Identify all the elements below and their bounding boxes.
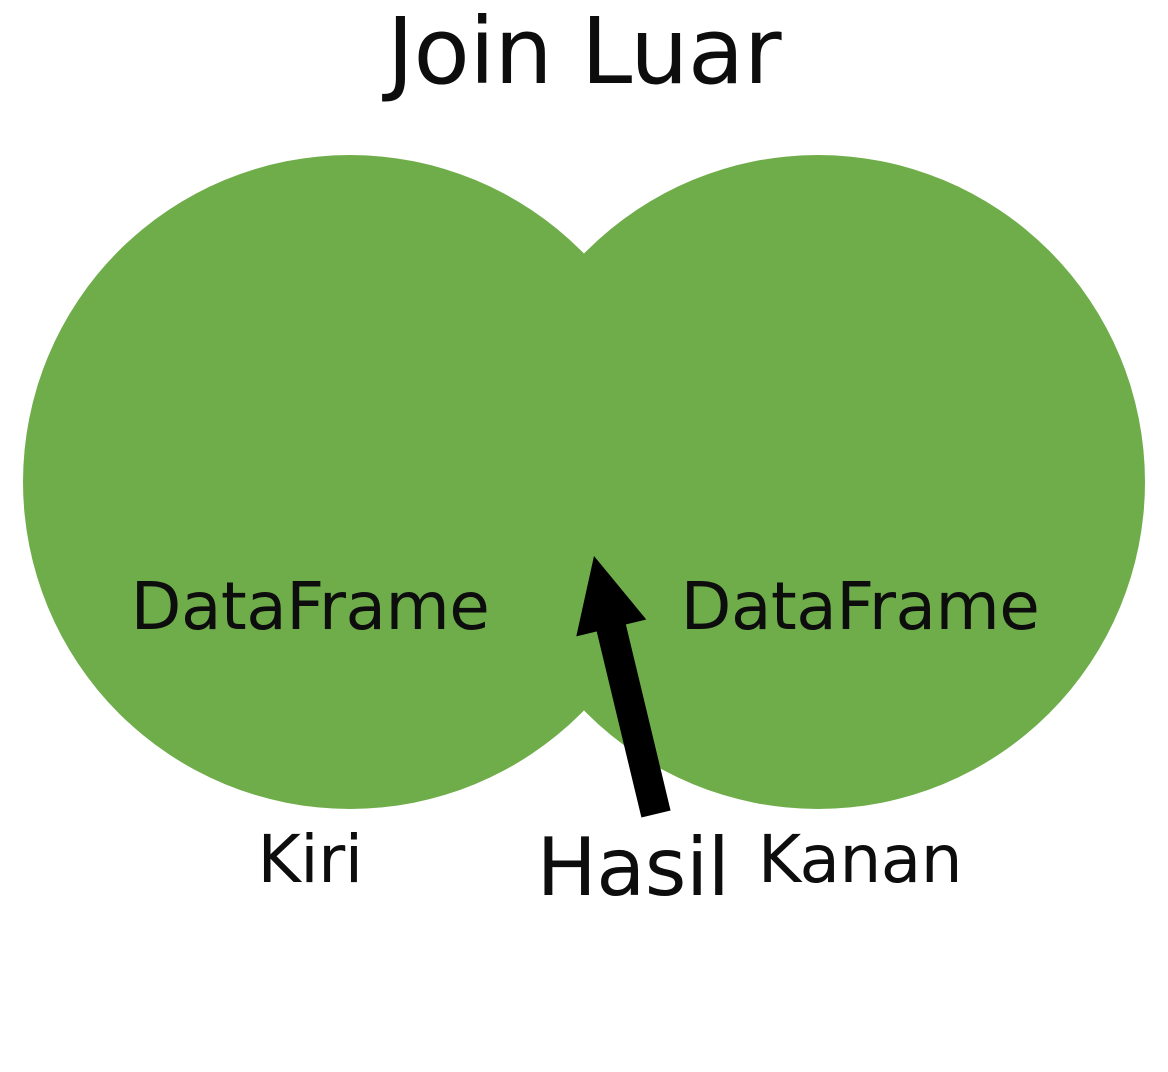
- right-dataframe-circle-shape[interactable]: [491, 155, 1145, 809]
- result-label: Hasil: [536, 821, 730, 914]
- result-arrow-graphic: [576, 556, 671, 818]
- left-circle-label-line-1: DataFrame: [130, 567, 490, 645]
- result-arrow-shaft: [591, 604, 671, 818]
- right-circle-label-line-1: DataFrame: [680, 567, 1040, 645]
- venn-diagram-graphic: [23, 155, 1145, 818]
- page-title: Join Luar: [386, 0, 782, 105]
- right-circle-label-line-2: Kanan: [757, 821, 963, 899]
- right-circle-label: DataFrame Kanan: [590, 396, 1130, 1072]
- left-dataframe-circle-shape[interactable]: [23, 155, 677, 809]
- left-circle-label-line-2: Kiri: [257, 821, 363, 899]
- diagram-canvas: Join Luar DataFrame Kiri DataFrame Kanan…: [23, 0, 1145, 914]
- left-circle-label: DataFrame Kiri: [40, 396, 580, 1072]
- result-arrow-head: [576, 556, 647, 637]
